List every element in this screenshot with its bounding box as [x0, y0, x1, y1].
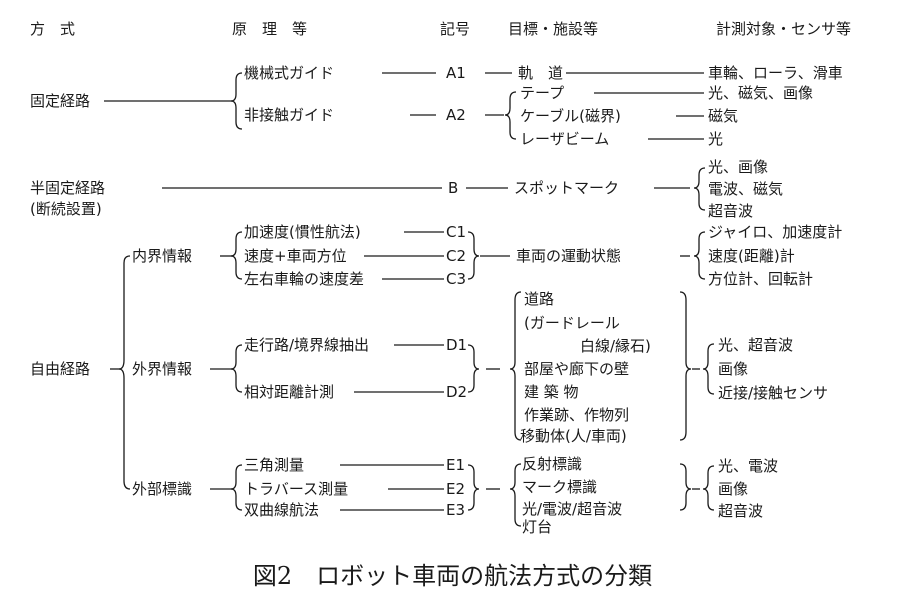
sensor-d2: 画像: [718, 360, 749, 378]
code-b: B: [448, 179, 459, 197]
sensor-c2: 速度(距離)計: [708, 247, 795, 265]
sensor-b2: 電波、磁気: [708, 180, 784, 198]
code-e1: E1: [446, 456, 466, 474]
sensor-c3: 方位計、回転計: [708, 270, 814, 288]
sensor-b1: 光、画像: [708, 158, 769, 176]
sensor-laser: 光: [708, 130, 724, 148]
sensor-e1: 光、電波: [718, 457, 779, 475]
target-tape: テープ: [520, 84, 565, 102]
sensor-e3: 超音波: [718, 502, 764, 520]
principle-e3: 双曲線航法: [244, 501, 320, 519]
principle-c3: 左右車輪の速度差: [244, 270, 365, 288]
code-a1: A1: [446, 64, 466, 82]
sensor-b3: 超音波: [708, 202, 754, 220]
principle-e1: 三角測量: [244, 456, 305, 474]
target-laser: レーザビーム: [520, 130, 610, 148]
method-semi-fixed-note: (断続設置): [30, 200, 102, 218]
principle-c2: 速度+車両方位: [244, 247, 347, 265]
method-fixed: 固定経路: [30, 92, 91, 110]
code-c3: C3: [446, 270, 467, 288]
header-code: 記号: [440, 20, 471, 38]
sensor-cable: 磁気: [708, 107, 739, 125]
principle-e2: トラバース測量: [244, 480, 349, 498]
subcategory-external: 外界情報: [132, 360, 193, 378]
subcategory-internal: 内界情報: [132, 247, 193, 265]
principle-d2: 相対距離計測: [244, 383, 335, 401]
sensor-rail: 車輪、ローラ、滑車: [708, 64, 843, 82]
code-e2: E2: [446, 480, 466, 498]
method-semi-fixed: 半固定経路: [30, 179, 106, 197]
target-light: 灯台: [522, 518, 553, 536]
header-principle: 原 理 等: [232, 20, 308, 38]
code-c1: C1: [446, 223, 467, 241]
target-mover: 移動体(人/車両): [520, 427, 627, 445]
target-line: 白線/縁石): [580, 337, 651, 355]
method-free: 自由経路: [30, 360, 91, 378]
principle-a1: 機械式ガイド: [244, 64, 335, 82]
code-d1: D1: [446, 336, 468, 354]
principle-c1: 加速度(慣性航法): [244, 223, 361, 241]
principle-a2: 非接触ガイド: [244, 106, 335, 124]
target-motion: 車両の運動状態: [516, 247, 622, 265]
target-beacon: 光/電波/超音波: [522, 500, 623, 518]
figure-caption: 図2 ロボット車両の航法方式の分類: [252, 562, 653, 590]
code-a2: A2: [446, 106, 466, 124]
header-target: 目標・施設等: [508, 20, 599, 38]
code-c2: C2: [446, 247, 467, 265]
target-cable: ケーブル(磁界): [520, 107, 621, 125]
code-e3: E3: [446, 501, 466, 519]
subcategory-landmark: 外部標識: [132, 480, 193, 498]
target-mark: マーク標識: [522, 478, 598, 496]
header-method: 方 式: [30, 20, 76, 38]
sensor-e2: 画像: [718, 480, 749, 498]
target-rail: 軌 道: [518, 64, 564, 82]
sensor-c1: ジャイロ、加速度計: [708, 223, 843, 241]
target-road: 道路: [524, 290, 555, 308]
target-wall: 部屋や廊下の壁: [524, 360, 630, 378]
sensor-tape: 光、磁気、画像: [708, 84, 814, 102]
principle-d1: 走行路/境界線抽出: [244, 336, 370, 354]
target-guard: (ガードレール: [524, 314, 620, 332]
code-d2: D2: [446, 383, 468, 401]
header-sensor: 計測対象・センサ等: [716, 20, 852, 38]
target-work: 作業跡、作物列: [524, 406, 630, 424]
target-building: 建 築 物: [524, 383, 579, 401]
target-spot: スポットマーク: [514, 179, 620, 197]
sensor-d1: 光、超音波: [718, 336, 794, 354]
sensor-d3: 近接/接触センサ: [718, 384, 829, 402]
target-reflect: 反射標識: [522, 455, 583, 473]
